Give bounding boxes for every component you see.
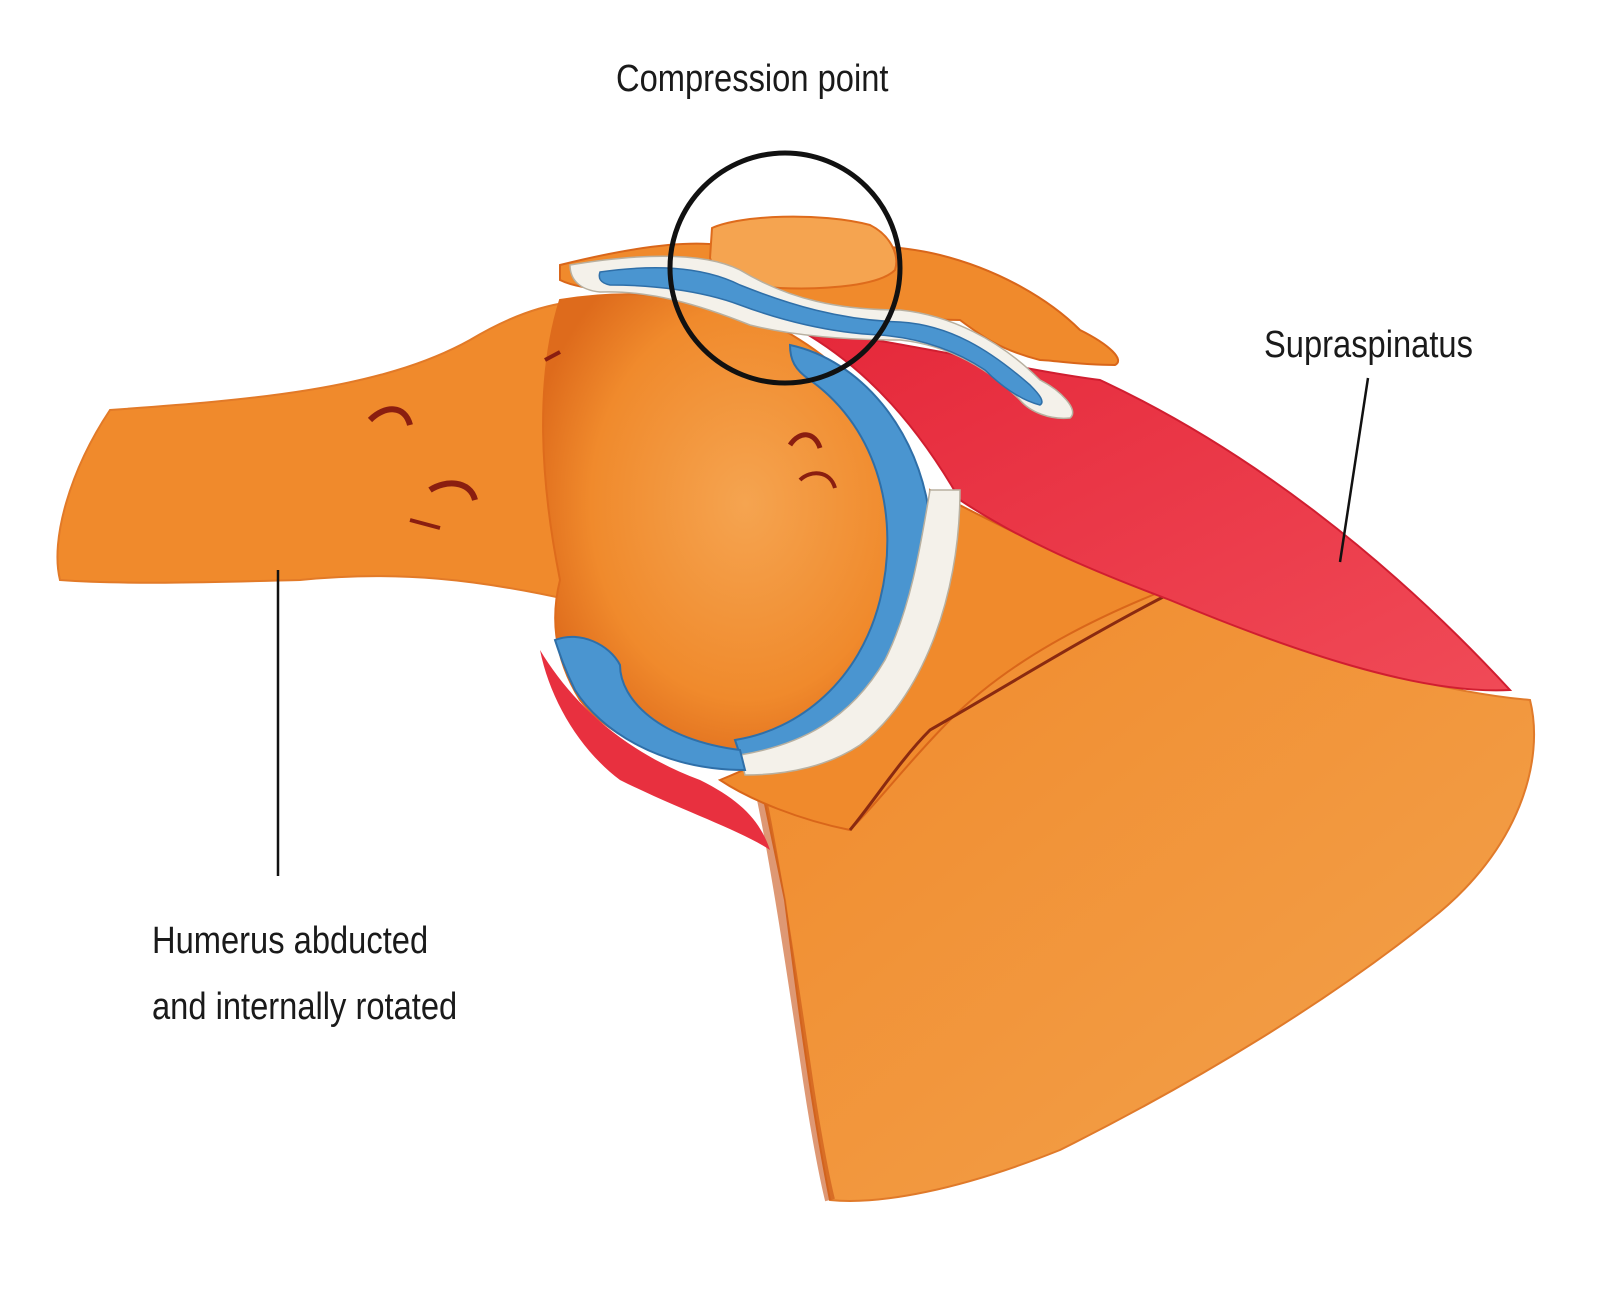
texture-mark	[367, 406, 413, 427]
lower-cartilage-hook	[553, 635, 747, 772]
humerus-label-line2: and internally rotated	[152, 986, 458, 1028]
texture-mark	[787, 432, 823, 449]
glenoid-ridge	[848, 594, 1166, 831]
humerus-label: Humerus abducted and internally rotated	[152, 908, 457, 1040]
humerus-shaft	[56, 298, 602, 602]
supraspinatus-leader-line	[1338, 377, 1370, 563]
inferior-muscle	[540, 650, 770, 850]
texture-mark	[428, 480, 478, 502]
subacromial-bursa	[569, 255, 1074, 420]
supraspinatus-label: Supraspinatus	[1264, 324, 1473, 366]
glenoid-cartilage-white	[739, 489, 961, 776]
humerus-label-line1: Humerus abducted	[152, 920, 429, 962]
compression-point-label: Compression point	[616, 58, 889, 100]
compression-circle	[667, 150, 903, 386]
subacromial-blue	[598, 267, 1043, 406]
texture-mark	[798, 471, 837, 489]
texture-mark	[409, 518, 441, 530]
scapula-edge	[755, 788, 835, 1202]
texture-mark	[544, 350, 561, 362]
